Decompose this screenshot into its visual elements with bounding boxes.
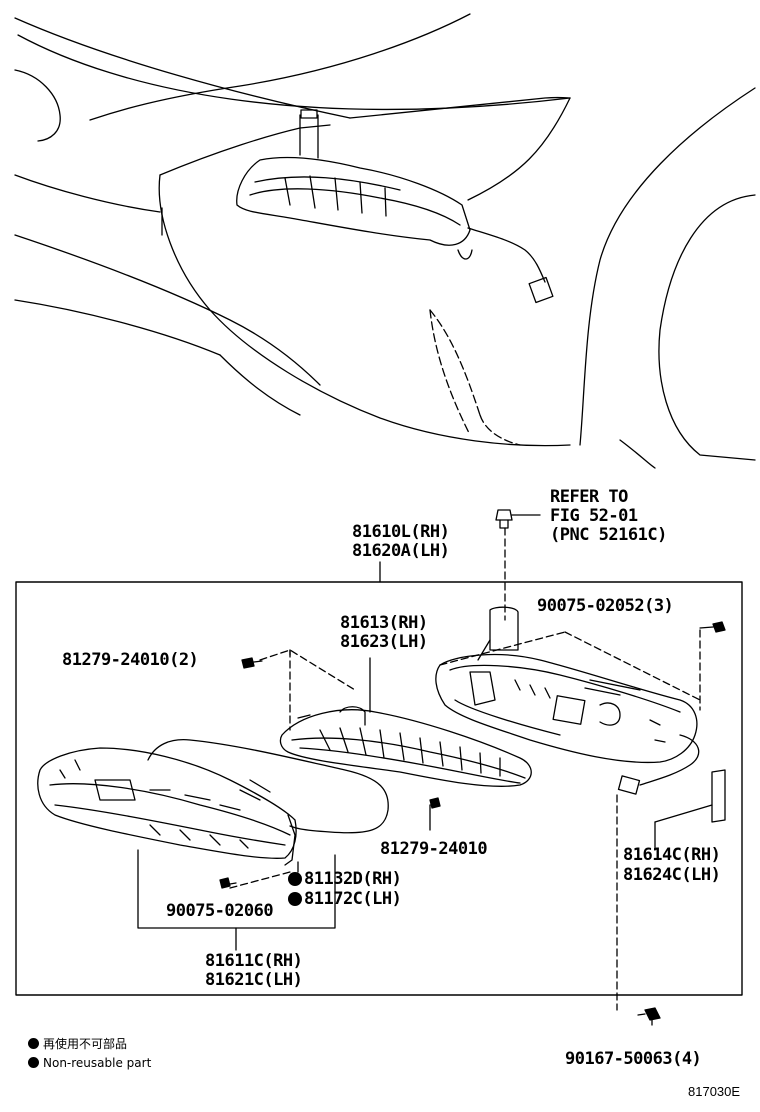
part-screw-3[interactable]: 90075-02052(3): [537, 596, 674, 616]
part-housing-lh[interactable]: 81621C(LH): [205, 970, 303, 990]
part-screw-2[interactable]: 81279-24010(2): [62, 650, 199, 670]
filled-circle-icon: [288, 872, 302, 886]
legend-jp: 再使用不可部品: [28, 1035, 127, 1052]
lamp-inner-unit: [242, 658, 531, 830]
assembly-frame: [16, 562, 742, 995]
part-bulb-rh-text: 81132D(RH): [304, 869, 402, 889]
part-label-lh[interactable]: 81624C(LH): [623, 865, 721, 885]
part-screw-1[interactable]: 81279-24010: [380, 839, 488, 859]
part-housing-rh[interactable]: 81611C(RH): [205, 951, 303, 971]
legend-en-text: Non-reusable part: [43, 1056, 152, 1070]
part-screw-lower[interactable]: 90075-02060: [166, 901, 274, 921]
part-label-rh[interactable]: 81614C(RH): [623, 845, 721, 865]
part-bulb-rh[interactable]: 81132D(RH): [288, 869, 402, 889]
refer-bolt-icon: [496, 510, 540, 620]
vehicle-front-illustration: [15, 14, 755, 468]
part-assembly-lh[interactable]: 81620A(LH): [352, 541, 450, 561]
part-clip[interactable]: 90167-50063(4): [565, 1049, 702, 1069]
filled-circle-icon: [28, 1057, 39, 1068]
part-bulb-lh[interactable]: 81172C(LH): [288, 889, 402, 909]
filled-circle-icon: [28, 1038, 39, 1049]
filled-circle-icon: [288, 892, 302, 906]
refer-line1: REFER TO: [550, 487, 628, 507]
legend-en: Non-reusable part: [28, 1056, 151, 1070]
lamp-rear-body: [436, 607, 725, 1010]
clip-bolt-icon: [638, 1008, 660, 1025]
exploded-guide-lines: [230, 630, 700, 888]
lamp-outer-housing: [38, 740, 388, 950]
part-inner-lh[interactable]: 81623(LH): [340, 632, 428, 652]
label-plate: [655, 770, 725, 850]
figure-code: 817030E: [688, 1084, 741, 1099]
refer-line3: (PNC 52161C): [550, 525, 667, 545]
part-inner-rh[interactable]: 81613(RH): [340, 613, 428, 633]
part-bulb-lh-text: 81172C(LH): [304, 889, 402, 909]
refer-line2: FIG 52-01: [550, 506, 638, 526]
legend-jp-text: 再使用不可部品: [43, 1037, 128, 1051]
part-assembly-rh[interactable]: 81610L(RH): [352, 522, 450, 542]
